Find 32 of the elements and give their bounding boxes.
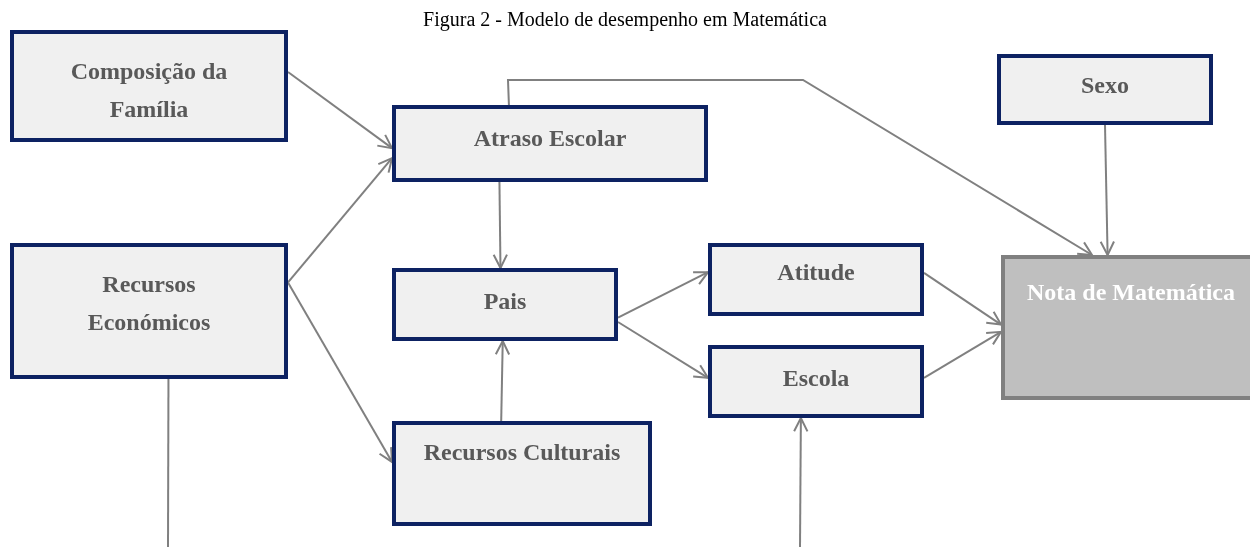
- variable-box: [10, 30, 288, 142]
- box-label: Escola: [782, 364, 850, 393]
- arrow: [506, 79, 1093, 256]
- arrow: [494, 340, 511, 422]
- variable-box: [10, 243, 288, 379]
- box-label: Nota de Matemática: [1027, 278, 1235, 307]
- variable-box: [708, 345, 924, 418]
- arrow: [617, 271, 709, 319]
- box-label: Pais: [483, 287, 527, 316]
- arrow: [923, 271, 1002, 326]
- arrow: [287, 157, 393, 284]
- arrow: [287, 71, 393, 150]
- variable-box: [708, 243, 924, 316]
- arrow: [1099, 124, 1115, 256]
- variable-box: [997, 54, 1213, 125]
- variable-box: [392, 105, 708, 182]
- variable-box: [392, 421, 652, 526]
- box-label: Recursos Culturais: [423, 438, 621, 467]
- box-label: Atraso Escolar: [473, 124, 627, 153]
- variable-box: [1001, 255, 1250, 400]
- arrow: [287, 281, 393, 463]
- figure-title: Figura 2 - Modelo de desempenho em Matemática: [423, 8, 827, 31]
- arrow: [923, 330, 1002, 379]
- box-label: Atitude: [777, 258, 855, 287]
- arrow: [617, 321, 709, 379]
- arrow: [492, 181, 508, 269]
- box-label: Recursos Económicos: [86, 270, 212, 337]
- box-label: Sexo: [1081, 71, 1129, 100]
- arrow: [793, 417, 809, 547]
- connector-line: [167, 378, 170, 547]
- variable-box: [392, 268, 618, 341]
- box-label: Composição da Família: [69, 57, 229, 124]
